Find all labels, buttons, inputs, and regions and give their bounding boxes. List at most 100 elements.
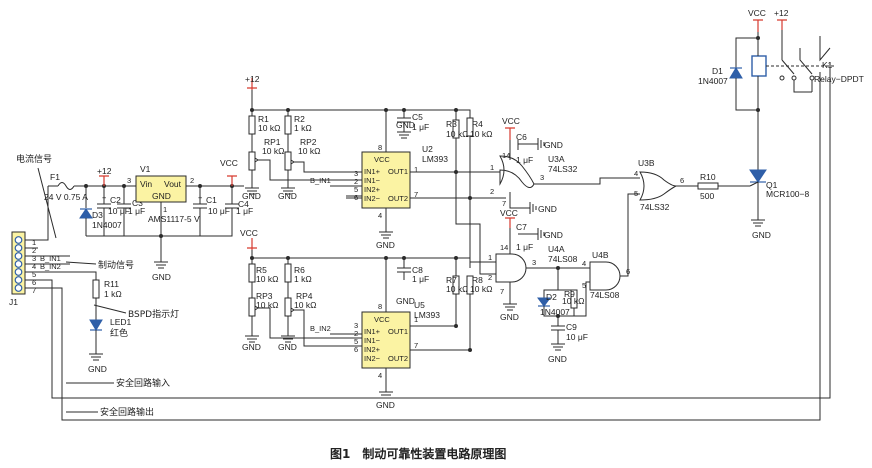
c9-ref: C9 [566, 322, 577, 332]
reg-ref: V1 [140, 164, 151, 174]
u2-pin3: 3 [354, 169, 358, 178]
c8-value: 1 μF [412, 274, 429, 284]
led-branch: R11 1 kΩ LED1 红色 GND [88, 279, 132, 374]
u4a-pin7: 7 [500, 287, 504, 296]
u2-pin5: 5 [354, 185, 358, 194]
u4a-pin3: 3 [532, 258, 536, 267]
gnd-rp3: GND [242, 342, 261, 352]
d3-value: 1N4007 [92, 220, 122, 230]
rp4-ref: RP4 [296, 291, 313, 301]
u4a-pin14: 14 [500, 243, 508, 252]
u2-in1p: IN1+ [364, 167, 381, 176]
gnd-c5: GND [396, 120, 415, 130]
gnd-reg: GND [152, 272, 171, 282]
r3-ref: R3 [446, 119, 457, 129]
u3a-pin2: 2 [490, 187, 494, 196]
r1-ref: R1 [258, 114, 269, 124]
vcc-u3a: VCC [502, 116, 520, 126]
c2-plus: + [102, 193, 107, 202]
rp4-value: 10 kΩ [294, 300, 316, 310]
u5-value: LM393 [414, 310, 440, 320]
r3-value: 10 kΩ [446, 129, 468, 139]
c7-ref: C7 [516, 222, 527, 232]
power-section: F1 24 V 0.75 A D3 1N4007 +12 + C2 10 μF … [44, 158, 253, 282]
rp1-value: 10 kΩ [262, 146, 284, 156]
c3-value: 1 μF [128, 206, 145, 216]
j1-pin-4: 4 [32, 262, 36, 271]
c5-value: 1 μF [412, 122, 429, 132]
d1-value: 1N4007 [698, 76, 728, 86]
u2-pin1: 1 [414, 165, 418, 174]
u5-pin2: 2 [354, 329, 358, 338]
r7-ref: R7 [446, 275, 457, 285]
c3-ref: C3 [132, 198, 143, 208]
reg-pin1: 1 [163, 205, 167, 214]
gnd-c8: GND [396, 296, 415, 306]
gnd-c9: GND [548, 354, 567, 364]
reg-vout: Vout [164, 179, 182, 189]
u4a-pin2: 2 [488, 273, 492, 282]
u2-vcc: VCC [374, 155, 390, 164]
c4-value: 1 μF [236, 206, 253, 216]
u3b-value: 74LS32 [640, 202, 670, 212]
r11-ref: R11 [104, 279, 119, 289]
u3a-pin3: 3 [540, 173, 544, 182]
rp1-ref: RP1 [264, 137, 281, 147]
r5-ref: R5 [256, 265, 267, 275]
u4b-value: 74LS08 [590, 290, 620, 300]
r9-ref: R9 [564, 289, 575, 299]
j1-pin-2: 2 [32, 246, 36, 255]
gnd-c6: GND [544, 140, 563, 150]
k1-ref: K1 [822, 60, 833, 70]
r2-value: 1 kΩ [294, 123, 312, 133]
j1-pin-3: 3 [32, 254, 36, 263]
u2-pin8: 8 [378, 143, 382, 152]
brake-signal-label: 制动信号 [98, 259, 134, 271]
c1-value: 10 μF [208, 206, 230, 216]
plus12-top: +12 [245, 74, 260, 84]
connector-annotations: 电流信号 制动信号 BSPD指示灯 安全回路输入 安全回路输出 [16, 153, 179, 418]
u2-out2: OUT2 [388, 194, 408, 203]
u4a-value: 74LS08 [548, 254, 578, 264]
j1-ref: J1 [9, 297, 18, 307]
comparator-u2-section: +12 R1 10 kΩ RP1 10 kΩ GND R2 1 kΩ RP2 1… [242, 74, 500, 250]
u4a-pin1: 1 [488, 253, 492, 262]
u2-pin6: 6 [354, 193, 358, 202]
gnd-led: GND [88, 364, 107, 374]
rp3-value: 10 kΩ [256, 300, 278, 310]
u2-pin7: 7 [414, 190, 418, 199]
u5-in1n: IN1− [364, 336, 381, 345]
u4b-ref: U4B [592, 250, 609, 260]
r10-value: 500 [700, 191, 714, 201]
vcc-u4a: VCC [500, 208, 518, 218]
c9-value: 10 μF [566, 332, 588, 342]
u3a-pin1: 1 [490, 163, 494, 172]
figure-caption: 图1 制动可靠性装置电路原理图 [330, 446, 506, 461]
u4b-pin4: 4 [582, 259, 586, 268]
u2-in2p: IN2+ [364, 185, 381, 194]
net-b-in1: B_IN1 [310, 176, 331, 185]
u2-in2n: IN2− [364, 194, 381, 203]
gnd-u3a: GND [538, 204, 557, 214]
q1-value: MCR100−8 [766, 189, 810, 199]
u3b-pin4: 4 [634, 169, 638, 178]
gnd-rp4: GND [278, 342, 297, 352]
u5-pin1: 1 [414, 315, 418, 324]
r9-value: 10 kΩ [562, 296, 584, 306]
rp2-ref: RP2 [300, 137, 317, 147]
net-b-in2: B_IN2 [310, 324, 331, 333]
u3a-ref: U3A [548, 154, 565, 164]
r6-ref: R6 [294, 265, 305, 275]
u2-ref: U2 [422, 144, 433, 154]
r4-ref: R4 [472, 119, 483, 129]
j1-pin-7: 7 [32, 286, 36, 295]
d3-ref: D3 [92, 210, 103, 220]
gnd-q1: GND [752, 230, 771, 240]
led-ref: LED1 [110, 317, 132, 327]
u4b-pin5: 5 [582, 281, 586, 290]
c2-value: 10 μF [108, 206, 130, 216]
u2-in1n: IN1− [364, 176, 381, 185]
u3b-pin5: 5 [634, 189, 638, 198]
gnd-rp1: GND [242, 191, 261, 201]
